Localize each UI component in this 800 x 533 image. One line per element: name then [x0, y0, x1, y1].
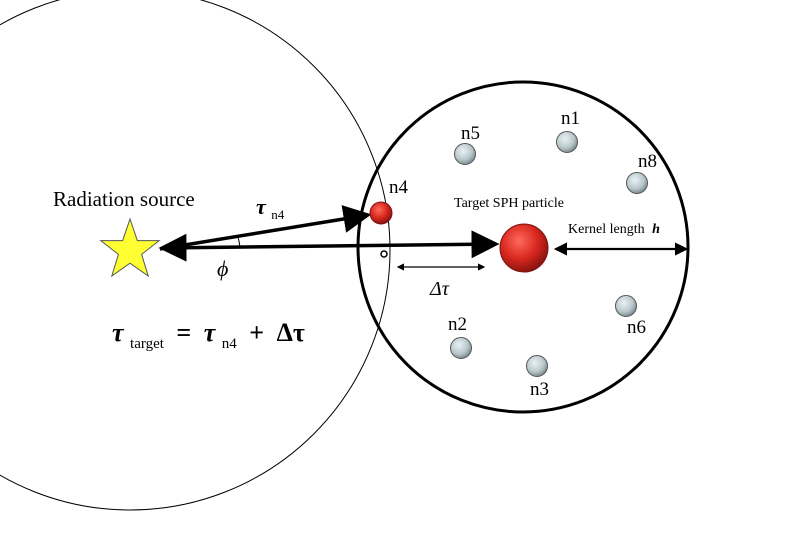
tau-n4-subscript: n4: [271, 207, 285, 222]
tau-n4-label: τ n4: [256, 194, 285, 222]
tau-symbol: τ: [256, 194, 267, 219]
label-n3: n3: [530, 379, 549, 400]
eq-tau-n4: τ: [204, 318, 217, 347]
radiation-source-label: Radiation source: [53, 187, 195, 211]
label-n6: n6: [627, 317, 646, 338]
kernel-length-label: Kernel length h: [568, 222, 660, 237]
phi-angle-arc: [237, 236, 241, 248]
label-n8: n8: [638, 151, 657, 172]
label-n4: n4: [389, 177, 409, 198]
tau-target-equation: τ target = τ n4 + Δτ: [112, 318, 305, 354]
radiation-source-star: [99, 217, 161, 278]
neighbor-particle-n2: [450, 337, 472, 359]
target-sph-particle: [499, 223, 549, 273]
target-particle-label: Target SPH particle: [454, 196, 564, 211]
kernel-length-text: Kernel length: [568, 222, 645, 237]
label-n2: n2: [448, 314, 467, 335]
optical-depth-shell: [0, 0, 391, 511]
neighbor-particle-n1: [556, 131, 578, 153]
eq-equals: =: [176, 318, 191, 347]
eq-tau: τ: [112, 318, 125, 347]
shell-intersection-marker: [380, 250, 388, 258]
neighbor-particle-n4: [369, 201, 393, 225]
label-n1: n1: [561, 108, 580, 129]
tau-target-arrow: [158, 230, 500, 262]
delta-tau-label: Δτ: [429, 278, 450, 300]
label-n5: n5: [461, 123, 480, 144]
neighbor-particle-n5: [454, 143, 476, 165]
eq-delta-tau: Δτ: [277, 318, 305, 347]
tau-n4-arrow: [159, 205, 372, 251]
phi-label: ϕ: [217, 256, 228, 281]
neighbor-particle-n6: [615, 295, 637, 317]
eq-target-subscript: target: [130, 336, 165, 352]
neighbor-particle-n8: [626, 172, 648, 194]
eq-plus: +: [249, 318, 264, 347]
eq-n4-subscript: n4: [222, 336, 238, 352]
kernel-length-variable: h: [652, 222, 660, 237]
neighbor-particle-n3: [526, 355, 548, 377]
